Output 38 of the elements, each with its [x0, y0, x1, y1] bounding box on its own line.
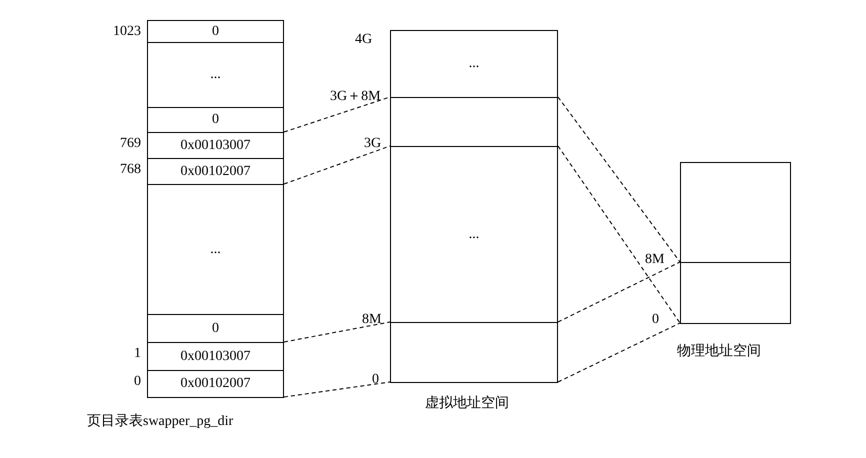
mapping-line [558, 146, 680, 324]
table-cell: 0 [147, 107, 284, 133]
table-cell: 0 [147, 314, 284, 343]
table-cell: 0x00102007 [147, 370, 284, 398]
entry-index: 1023 [113, 24, 141, 40]
entry-index: 1 [134, 346, 141, 362]
table-cell: 0x00102007 [147, 158, 284, 185]
entry-index: 768 [120, 162, 141, 178]
entry-index: 0 [134, 374, 141, 390]
mapping-line [284, 96, 390, 132]
memory-region [680, 262, 791, 324]
table-cell: 0x00103007 [147, 132, 284, 159]
table-cell: 0x00103007 [147, 342, 284, 371]
column-caption: 页目录表swapper_pg_dir [87, 412, 234, 430]
table-cell: 0 [147, 20, 284, 43]
table-cell: ... [147, 184, 284, 315]
mapping-line [558, 262, 680, 322]
memory-region [390, 322, 558, 383]
mapping-line [284, 322, 390, 342]
address-label: 0 [372, 372, 379, 388]
memory-region [680, 162, 791, 263]
address-label: 3G [364, 136, 382, 152]
address-label: 4G [355, 32, 372, 48]
mapping-line [558, 322, 680, 382]
address-label: 8M [645, 252, 664, 268]
table-cell: ... [390, 30, 558, 98]
address-label: 3G＋8M [330, 88, 381, 105]
memory-region [390, 97, 558, 147]
entry-index: 769 [120, 136, 141, 152]
table-cell: ... [147, 42, 284, 108]
address-label: 8M [362, 312, 382, 328]
mapping-line [284, 382, 390, 398]
mapping-line [558, 96, 680, 262]
table-cell: ... [390, 146, 558, 323]
address-label: 0 [652, 312, 659, 328]
mapping-line [284, 146, 390, 184]
column-caption: 虚拟地址空间 [425, 394, 509, 412]
column-caption: 物理地址空间 [677, 342, 761, 360]
